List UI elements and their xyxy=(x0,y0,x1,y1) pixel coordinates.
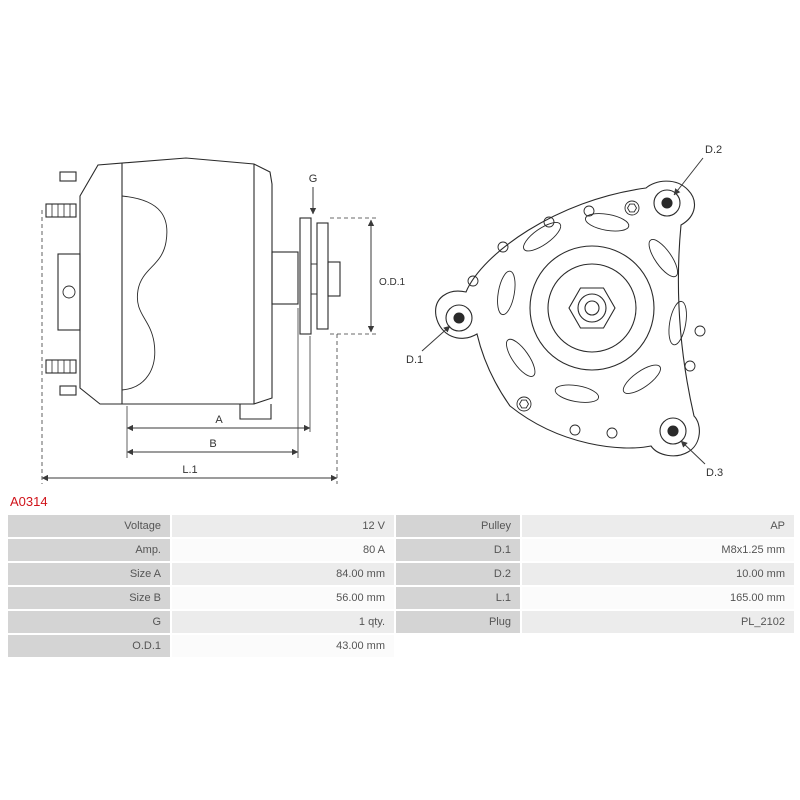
spec-value: 165.00 mm xyxy=(522,587,794,609)
spec-label: Pulley xyxy=(396,515,520,537)
spec-value: 43.00 mm xyxy=(172,635,394,657)
table-row: Size A 84.00 mm D.2 10.00 mm xyxy=(8,563,794,585)
spec-label: Plug xyxy=(396,611,520,633)
spec-value: PL_2102 xyxy=(522,611,794,633)
technical-drawing: G O.D.1 A B L.1 xyxy=(41,144,723,484)
spec-label: Voltage xyxy=(8,515,170,537)
dimension-b-label: B xyxy=(209,438,216,450)
front-housing-outline xyxy=(435,180,700,457)
leader-d3-label: D.3 xyxy=(706,467,723,479)
leader-d2-label: D.2 xyxy=(705,144,722,156)
spec-value: 1 qty. xyxy=(172,611,394,633)
spec-label: D.2 xyxy=(396,563,520,585)
spec-label: Size B xyxy=(8,587,170,609)
spec-label: G xyxy=(8,611,170,633)
spec-value: 10.00 mm xyxy=(522,563,794,585)
table-row: O.D.1 43.00 mm xyxy=(8,635,794,657)
pulley-hub xyxy=(529,245,655,371)
alternator-side-view xyxy=(45,157,341,420)
vent-slots xyxy=(497,213,687,403)
dimension-l1: L.1 xyxy=(41,464,338,482)
dimension-a: A xyxy=(126,414,311,432)
spec-value: M8x1.25 mm xyxy=(522,539,794,561)
shaft-nut xyxy=(327,261,341,297)
dimension-a-label: A xyxy=(215,414,223,426)
spec-label: O.D.1 xyxy=(8,635,170,657)
leader-d1: D.1 xyxy=(406,325,451,366)
hex-screws xyxy=(516,200,640,412)
table-row: Size B 56.00 mm L.1 165.00 mm xyxy=(8,587,794,609)
part-number-label: A0314 xyxy=(10,494,48,509)
spec-table: Voltage 12 V Pulley AP Amp. 80 A D.1 M8x… xyxy=(8,515,794,657)
spec-value: 80 A xyxy=(172,539,394,561)
dimension-od1-label: O.D.1 xyxy=(379,277,406,288)
dimension-od1: O.D.1 xyxy=(330,217,406,335)
pulley-plate-front xyxy=(299,217,312,335)
spec-label: Size A xyxy=(8,563,170,585)
table-row: G 1 qty. Plug PL_2102 xyxy=(8,611,794,633)
spec-value xyxy=(522,635,794,657)
mount-hole-d2 xyxy=(653,189,681,217)
spec-label: Amp. xyxy=(8,539,170,561)
pulley-plate-rear xyxy=(316,222,329,330)
table-row: Amp. 80 A D.1 M8x1.25 mm xyxy=(8,539,794,561)
extension-lines xyxy=(41,210,338,484)
pulley-nut-hex xyxy=(568,287,616,329)
spec-value: 12 V xyxy=(172,515,394,537)
side-body-contour xyxy=(121,195,168,391)
dimension-g: G xyxy=(309,173,318,215)
spec-value: 84.00 mm xyxy=(172,563,394,585)
spec-label: D.1 xyxy=(396,539,520,561)
alternator-front-view xyxy=(435,180,706,457)
table-row: Voltage 12 V Pulley AP xyxy=(8,515,794,537)
dimension-b: B xyxy=(126,438,299,456)
leader-d1-label: D.1 xyxy=(406,354,423,366)
spec-label xyxy=(396,635,520,657)
leader-d2: D.2 xyxy=(673,144,722,196)
spec-value: AP xyxy=(522,515,794,537)
side-body-outline xyxy=(79,157,273,405)
mount-hole-d1 xyxy=(445,304,473,332)
spec-value: 56.00 mm xyxy=(172,587,394,609)
dimension-g-label: G xyxy=(309,173,318,185)
housing-holes xyxy=(467,205,706,439)
spec-label: L.1 xyxy=(396,587,520,609)
dimension-l1-label: L.1 xyxy=(182,464,197,476)
leader-d3: D.3 xyxy=(680,440,723,479)
mount-hole-d3 xyxy=(659,417,687,445)
